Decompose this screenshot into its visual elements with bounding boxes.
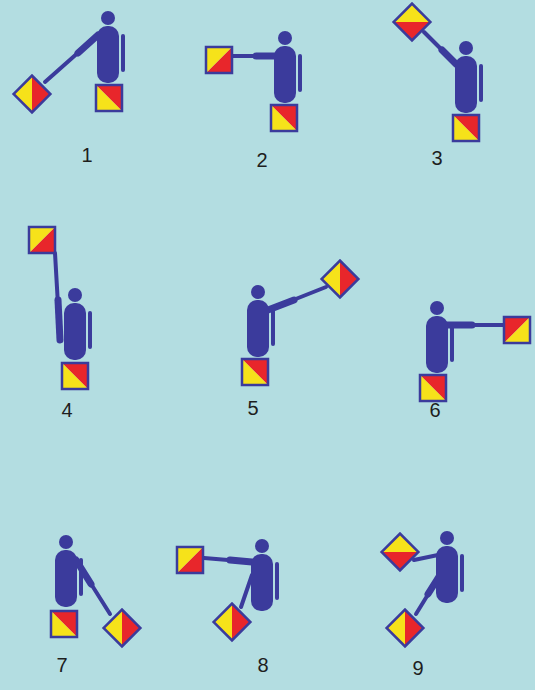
callout-number: 7 bbox=[56, 655, 67, 675]
semaphore-flags bbox=[14, 4, 530, 647]
callout-number: 2 bbox=[256, 150, 267, 170]
callout-number: 9 bbox=[412, 658, 423, 678]
callout-number: 6 bbox=[429, 400, 440, 420]
callout-number: 4 bbox=[61, 400, 72, 420]
signaller-figures bbox=[55, 11, 483, 611]
flag-poles bbox=[45, 32, 504, 614]
callout-number: 3 bbox=[431, 148, 442, 168]
callout-number: 8 bbox=[257, 655, 268, 675]
callout-number: 1 bbox=[81, 145, 92, 165]
callout-number: 5 bbox=[247, 398, 258, 418]
